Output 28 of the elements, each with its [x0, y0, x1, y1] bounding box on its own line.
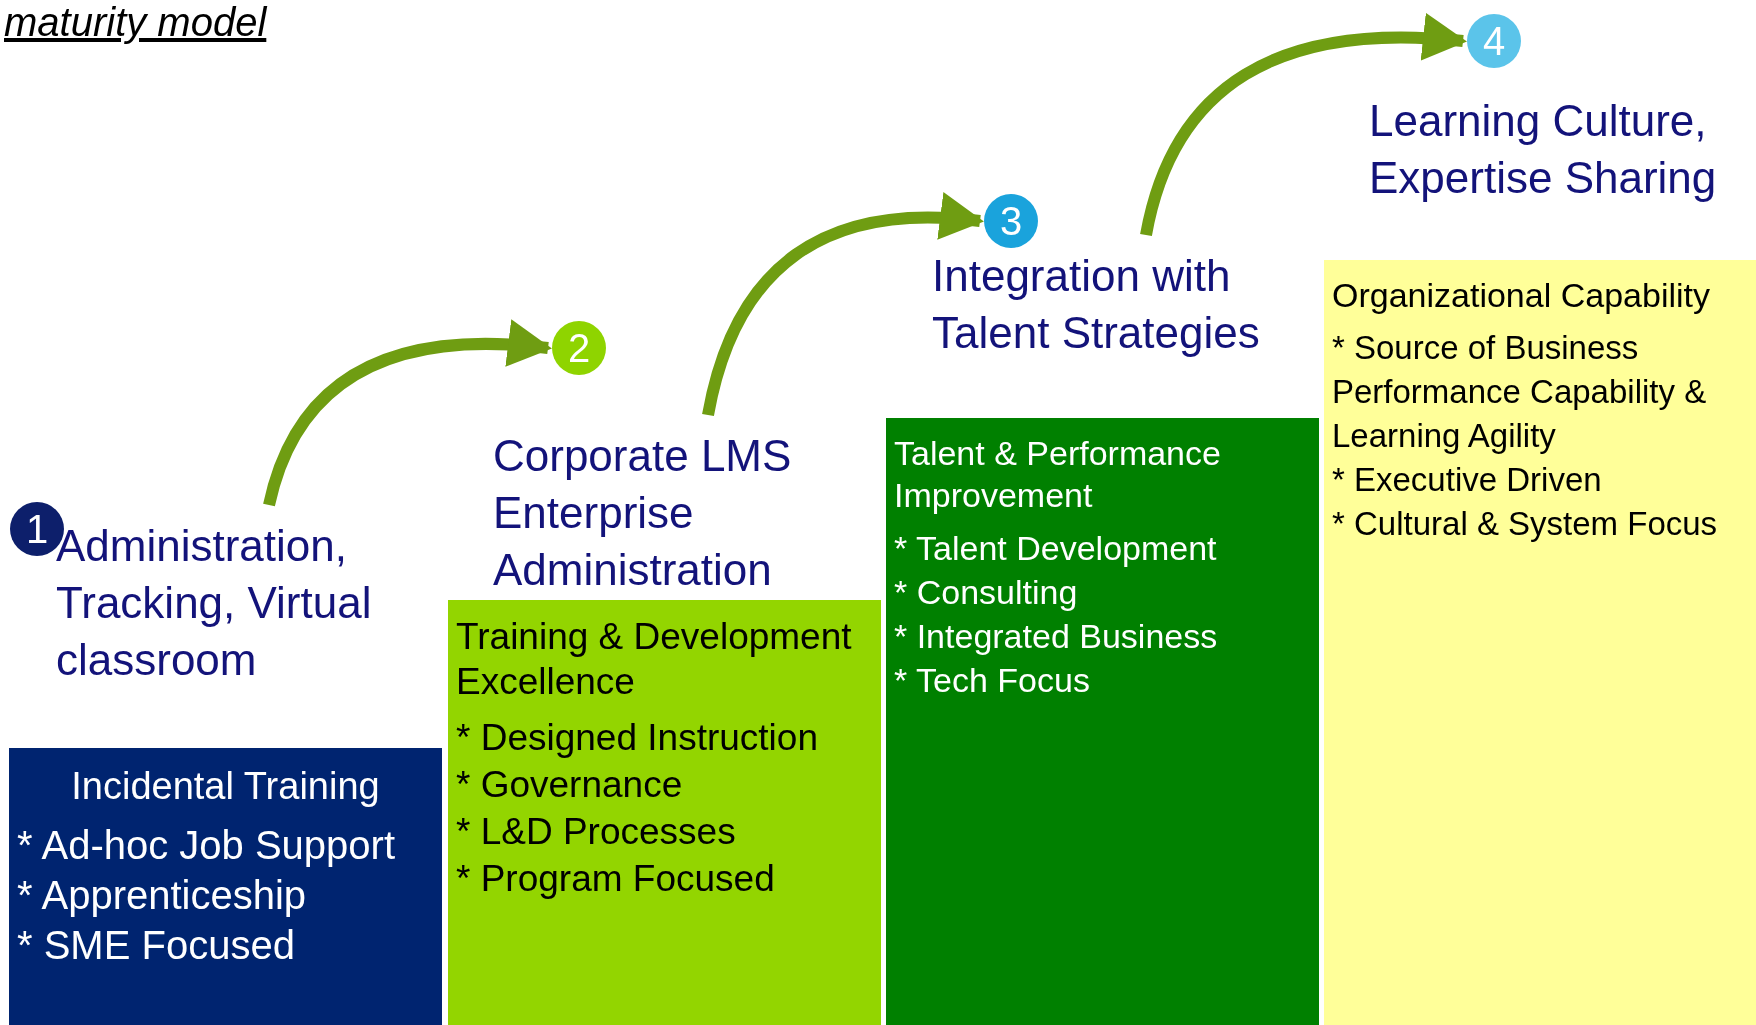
bullet-item: * Governance [456, 763, 684, 807]
step-number-badge: 2 [552, 321, 606, 375]
step-heading: Learning Culture, Expertise Sharing [1369, 95, 1718, 204]
panel-title: Incidental Training [70, 764, 381, 809]
bullet-item: * Program Focused [456, 857, 776, 901]
bullet-item: * Talent Development [894, 528, 1218, 569]
bullet-item: * Designed Instruction [456, 716, 819, 760]
curved-arrow [1140, 14, 1467, 237]
panel-title: Talent & Performance Improvement [894, 433, 1222, 516]
bullet-item: * L&D Processes [456, 810, 737, 854]
bullet-item: * Apprenticeship [17, 872, 308, 919]
diagram-title: maturity model [4, 0, 267, 44]
bullet-item: * SME Focused [17, 922, 296, 969]
panel-title: Training & Development Excellence [456, 615, 853, 704]
curved-arrow [702, 193, 984, 417]
bullet-item: * Executive Driven [1332, 460, 1603, 500]
bullet-item: * Source of Business Performance Capability & Learning Agility [1332, 328, 1708, 456]
curved-arrow [263, 320, 552, 507]
panel-title: Organizational Capability [1332, 275, 1711, 316]
step-heading: Integration with Talent Strategies [932, 250, 1261, 359]
bullet-item: * Tech Focus [894, 660, 1091, 701]
step-number-badge: 4 [1467, 14, 1521, 68]
bullet-item: * Consulting [894, 572, 1079, 613]
step-heading: Corporate LMS Enterprise Administration [493, 430, 793, 596]
step-number-badge: 3 [984, 194, 1038, 248]
bullet-item: * Integrated Business [894, 616, 1219, 657]
bullet-item: * Ad-hoc Job Support [17, 822, 397, 869]
bullet-item: * Cultural & System Focus [1332, 504, 1719, 544]
